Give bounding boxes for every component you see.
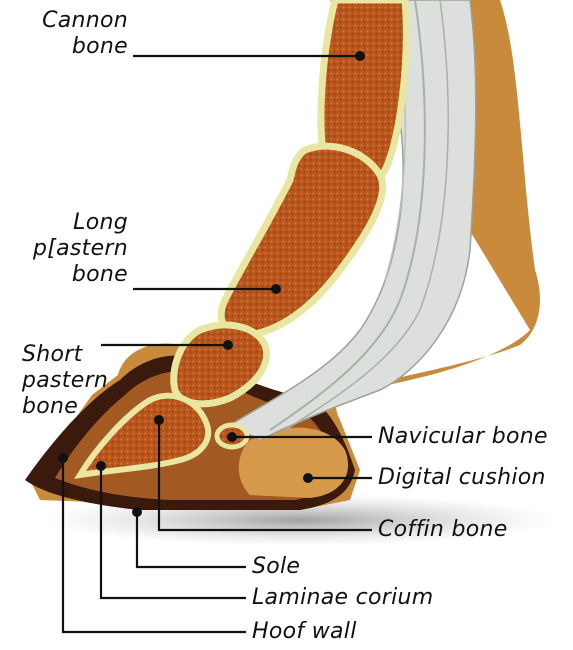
dot-long-pastern bbox=[271, 284, 281, 294]
label-cannon-bone: Cannon bone bbox=[20, 8, 128, 60]
label-long-pastern-bone: Long p[astern bone bbox=[20, 210, 128, 288]
label-hoof-wall: Hoof wall bbox=[252, 619, 357, 645]
label-digital-cushion: Digital cushion bbox=[378, 465, 546, 491]
dot-digital-cushion bbox=[303, 473, 313, 483]
label-sole: Sole bbox=[252, 554, 300, 580]
dot-sole bbox=[132, 507, 142, 517]
label-short-line1: Short bbox=[22, 342, 108, 368]
dot-hoof-wall bbox=[58, 453, 68, 463]
dot-coffin bbox=[154, 415, 164, 425]
dot-cannon bbox=[355, 51, 365, 61]
dot-navicular bbox=[227, 432, 237, 442]
dot-laminae bbox=[96, 461, 106, 471]
label-short-pastern-bone: Short pastern bone bbox=[22, 342, 108, 420]
label-cannon-line2: bone bbox=[20, 34, 128, 60]
label-long-line3: bone bbox=[20, 262, 128, 288]
label-long-line2: p[astern bbox=[20, 236, 128, 262]
label-coffin-bone: Coffin bone bbox=[378, 517, 508, 543]
label-cannon-line1: Cannon bbox=[20, 8, 128, 34]
label-short-line2: pastern bbox=[22, 368, 108, 394]
long-pastern-bone-shape bbox=[221, 146, 382, 335]
label-short-line3: bone bbox=[22, 394, 108, 420]
label-long-line1: Long bbox=[20, 210, 128, 236]
dot-short-pastern bbox=[223, 340, 233, 350]
label-navicular-bone: Navicular bone bbox=[378, 424, 548, 450]
label-laminae-corium: Laminae corium bbox=[252, 585, 434, 611]
